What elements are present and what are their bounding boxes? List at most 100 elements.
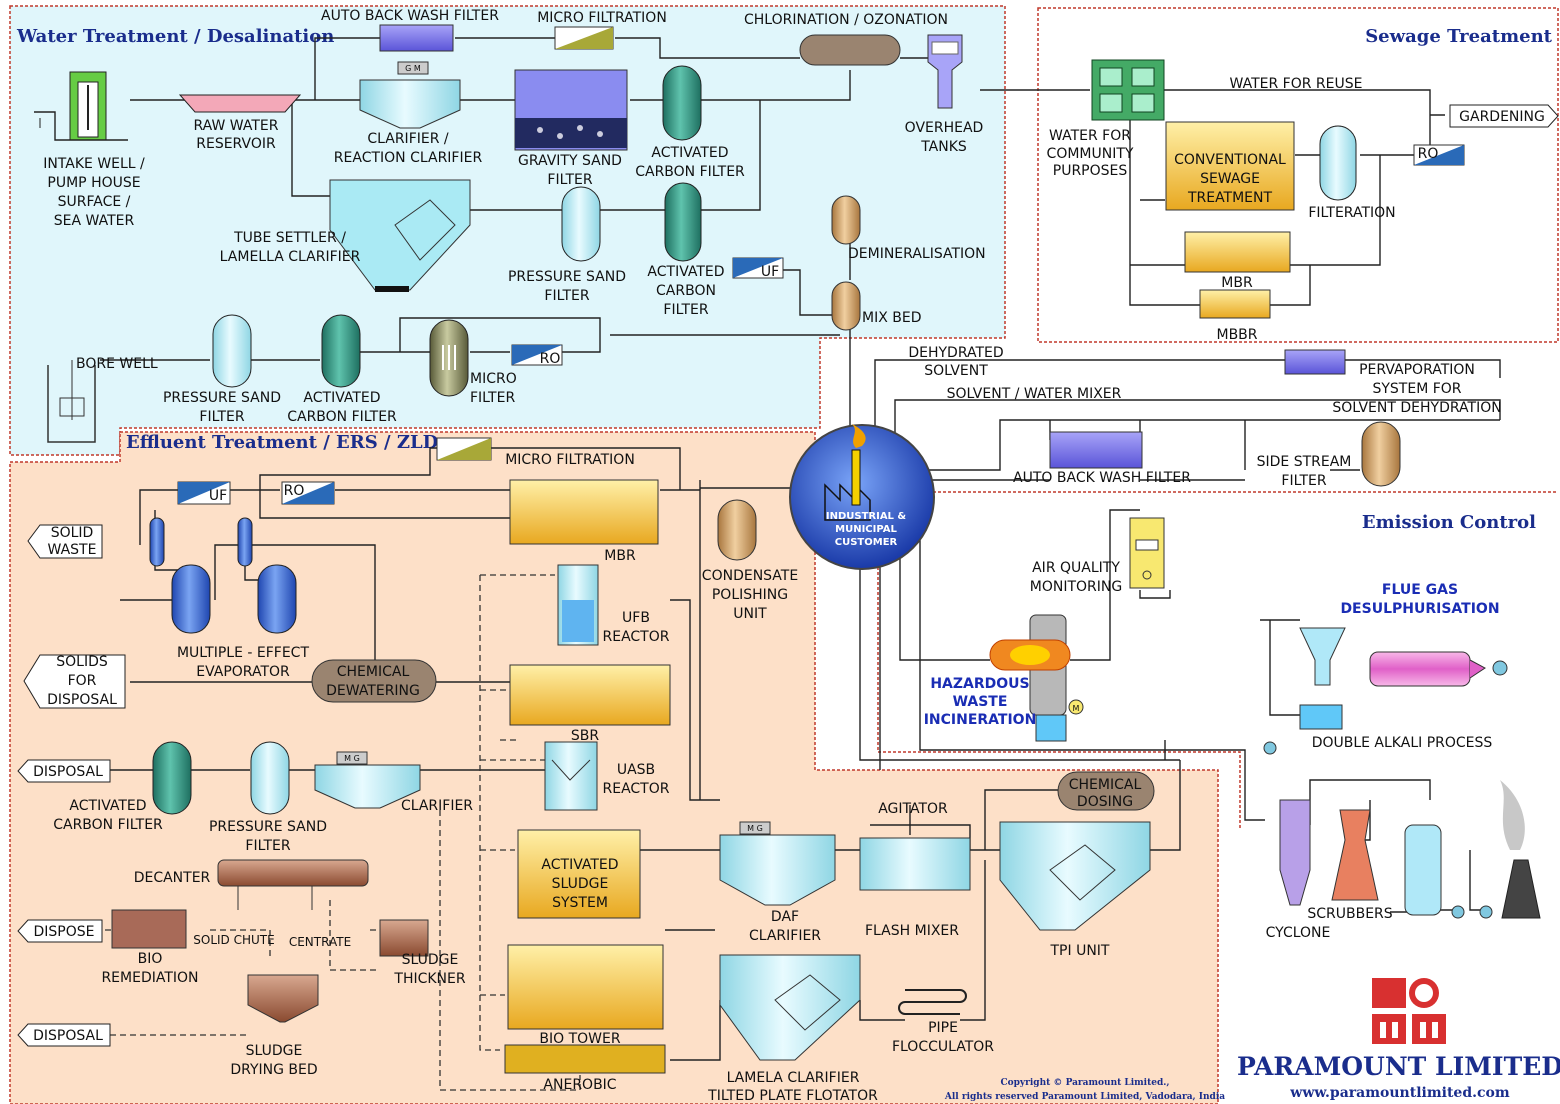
solids-disposal-tag — [23, 654, 126, 709]
label-raw-water-2: RESERVOIR — [196, 136, 276, 152]
auto-back-wash-filter-hub — [1049, 431, 1143, 469]
label-condensate-2: POLISHING — [712, 587, 788, 603]
label-bore-psf-1: PRESSURE SAND — [163, 390, 281, 406]
label-tube-settler-1: TUBE SETTLER / — [233, 230, 346, 246]
label-dap: DOUBLE ALKALI PROCESS — [1312, 735, 1493, 751]
activated-carbon-filter-bore — [321, 314, 361, 388]
label-condensate-3: UNIT — [733, 606, 767, 622]
label-hwi-3: INCINERATION — [924, 712, 1037, 728]
label-intake-3: SURFACE / — [58, 194, 131, 210]
label-bore-well: BORE WELL — [76, 356, 158, 372]
uf-water — [732, 257, 784, 279]
label-hwi-2: WASTE — [953, 694, 1008, 710]
label-cyclone: CYCLONE — [1266, 925, 1331, 941]
label-uasb-1: UASB — [617, 762, 655, 778]
label-clarifier-1: CLARIFIER / — [367, 131, 449, 147]
label-pervap-2: SYSTEM FOR — [1372, 381, 1461, 397]
label-eff-psf-1: PRESSURE SAND — [209, 819, 327, 835]
label-pervap-3: SOLVENT DEHYDRATION — [1332, 400, 1501, 416]
customer-hub: INDUSTRIAL & MUNICIPAL CUSTOMER — [789, 424, 935, 570]
label-pervap-1: PERVAPORATION — [1359, 362, 1475, 378]
mee-vessel-1 — [171, 564, 211, 634]
label-chem-dose-1: CHEMICAL — [1069, 777, 1142, 793]
ro-sewage — [1413, 144, 1465, 166]
water-labels: AUTO BACK WASH FILTER MICRO FILTRATION C… — [43, 8, 985, 425]
label-intake-4: SEA WATER — [54, 213, 135, 229]
incinerator: M — [989, 614, 1084, 742]
label-fgd-1: FLUE GAS — [1382, 582, 1458, 598]
label-thick-1: SLUDGE — [402, 952, 459, 968]
label-sdb-1: SLUDGE — [246, 1043, 303, 1059]
lamela-clarifier — [719, 954, 861, 1061]
label-chlorination: CHLORINATION / OZONATION — [744, 12, 948, 28]
label-aqm-2: MONITORING — [1030, 579, 1122, 595]
label-demineralisation: DEMINERALISATION — [848, 246, 986, 262]
label-psf-1: PRESSURE SAND — [508, 269, 626, 285]
label-bio-tower: BIO TOWER — [539, 1031, 620, 1047]
label-solid-chute: SOLID CHUTE — [193, 933, 274, 947]
label-sbr: SBR — [571, 728, 599, 744]
label-asp-1: ACTIVATED — [541, 857, 618, 873]
mee-column-1 — [149, 517, 165, 567]
label-ssf-2: FILTER — [1281, 473, 1326, 489]
label-ro-sewage: RO — [1418, 146, 1439, 162]
label-chem-dose-2: DOSING — [1077, 794, 1133, 810]
gravity-sand-filter — [514, 69, 628, 151]
label-bore-acf-2: CARBON FILTER — [287, 409, 397, 425]
chemical-dewatering — [311, 659, 437, 703]
label-intake-2: PUMP HOUSE — [47, 175, 140, 191]
pipe-flocculator — [898, 989, 967, 1015]
clarifier-tag: G M — [405, 64, 421, 73]
sbr-tank — [509, 664, 671, 726]
section-title-water: Water Treatment / Desalination — [16, 26, 334, 47]
effluent-acf — [152, 741, 192, 815]
auto-back-wash-filter — [379, 24, 454, 52]
water-piping — [100, 37, 1090, 440]
sewage-filter-column — [1319, 125, 1357, 201]
label-dispose: DISPOSE — [34, 924, 95, 940]
decanter — [217, 859, 369, 910]
label-bore-acf-1: ACTIVATED — [303, 390, 380, 406]
section-title-emission: Emission Control — [1362, 512, 1536, 533]
mee-column-2 — [237, 517, 253, 567]
conventional-sewage-tank — [1165, 121, 1295, 211]
label-gravity-sand-1: GRAVITY SAND — [518, 153, 622, 169]
label-auto-back-wash-filter: AUTO BACK WASH FILTER — [321, 8, 499, 24]
daf-tag: M G — [747, 824, 763, 833]
label-chem-dew-1: CHEMICAL — [337, 664, 410, 680]
label-solids-1: SOLIDS — [56, 654, 108, 670]
pervaporation-unit — [1284, 349, 1346, 375]
brand-url: www.paramountlimited.com — [1289, 1085, 1510, 1101]
label-hwi-1: HAZARDOUS — [930, 676, 1029, 692]
label-dehydrated-2: SOLVENT — [924, 363, 988, 379]
label-sdb-2: DRYING BED — [230, 1062, 317, 1078]
label-solid-1: SOLID — [51, 525, 94, 541]
label-acf2-1: ACTIVATED — [647, 264, 724, 280]
effluent-clarifier: M G — [314, 751, 421, 809]
micro-filtration-effluent — [436, 437, 492, 461]
label-eff-clarifier: CLARIFIER — [401, 798, 473, 814]
label-uf-water: UF — [761, 264, 779, 280]
section-title-sewage: Sewage Treatment — [1365, 26, 1552, 47]
label-community-3: PURPOSES — [1053, 163, 1128, 179]
air-quality-monitor — [1129, 517, 1165, 589]
chlorination-tank — [799, 34, 901, 66]
sludge-drying-bed — [247, 974, 319, 1023]
label-centrate: CENTRATE — [289, 935, 351, 949]
label-ssf-1: SIDE STREAM — [1257, 454, 1352, 470]
label-water-reuse: WATER FOR REUSE — [1230, 76, 1363, 92]
label-micro-filtration: MICRO FILTRATION — [537, 10, 667, 26]
label-condensate-1: CONDENSATE — [702, 568, 798, 584]
label-eff-acf-1: ACTIVATED — [69, 798, 146, 814]
micro-filtration-water — [554, 26, 614, 50]
tube-settler — [329, 179, 471, 292]
clarifier: G M — [359, 61, 461, 129]
label-flash-mixer: FLASH MIXER — [865, 923, 959, 939]
label-solids-2: FOR — [68, 673, 97, 689]
label-ro-effluent: RO — [284, 483, 305, 499]
chimney-stack — [1500, 780, 1541, 919]
side-stream-filter — [1361, 421, 1401, 487]
label-clarifier-2: REACTION CLARIFIER — [334, 150, 483, 166]
label-solvent-mix: SOLVENT / WATER MIXER — [947, 386, 1122, 402]
